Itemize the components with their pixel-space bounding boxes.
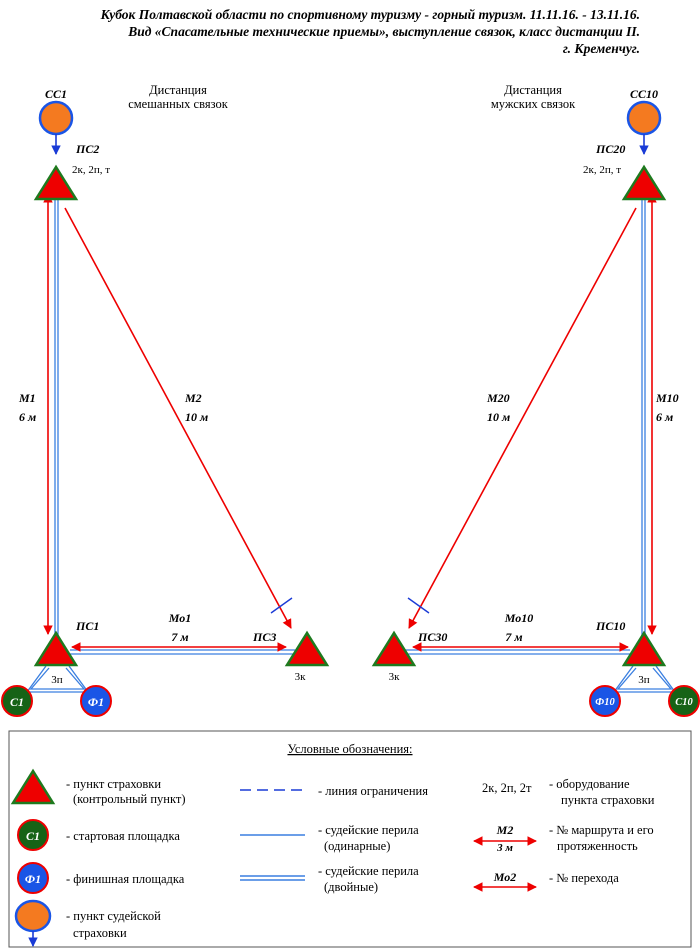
legend-equipment-text-2: пункта страховки — [561, 793, 655, 807]
header-line-3: г. Кременчуг. — [563, 41, 640, 56]
right-start-label: С10 — [675, 697, 693, 708]
right-title-line-1: Дистанция — [504, 83, 562, 97]
legend-finish-sample: Ф1 — [25, 872, 41, 886]
right-route-m10-label: М10 — [655, 391, 679, 405]
right-far-point-label: ПС30 — [417, 630, 447, 644]
legend-start-text: - стартовая площадка — [66, 829, 180, 843]
legend-double-rope-text-1: - судейские перила — [318, 864, 419, 878]
legend-checkpoint-text-1: - пункт страховки — [66, 777, 161, 791]
left-far-checkpoint — [284, 630, 330, 667]
right-judge-belay-label: СС10 — [630, 87, 658, 101]
legend-start-symbol — [17, 819, 49, 851]
left-title-line-1: Дистанция — [149, 83, 207, 97]
left-limit-line — [270, 597, 293, 614]
right-limit-line — [407, 597, 430, 614]
right-top-point-label: ПС20 — [595, 142, 625, 156]
legend-transfer-text: - № перехода — [549, 871, 619, 885]
left-bottom-checkpoint — [33, 630, 79, 667]
left-route-m2-arrow — [64, 207, 292, 629]
left-far-equipment: 3к — [295, 671, 307, 683]
legend-route-sample-length: 3 м — [496, 842, 513, 854]
left-far-point-label: ПС3 — [252, 630, 276, 644]
left-bottom-point-label: ПС1 — [75, 619, 99, 633]
legend-route-sample: М2 — [496, 823, 514, 837]
right-far-equipment: 3к — [389, 671, 401, 683]
legend-finish-symbol — [17, 862, 49, 894]
left-route-m2-label: М2 — [184, 391, 202, 405]
right-finish-area — [589, 685, 621, 717]
left-title-line-2: смешанных связок — [128, 97, 228, 111]
legend-equipment-sample: 2к, 2п, 2т — [482, 781, 532, 795]
left-route-m1-label: М1 — [18, 391, 36, 405]
right-transfer-label: Мо10 — [504, 611, 534, 625]
left-route-m1-length: 6 м — [19, 410, 36, 424]
right-top-checkpoint — [621, 164, 667, 201]
right-route-m20-arrow — [408, 207, 637, 629]
right-start-area — [668, 685, 700, 717]
left-finish-label: Ф1 — [88, 695, 104, 709]
right-route-m10-length: 6 м — [656, 410, 673, 424]
legend-finish-text: - финишная площадка — [66, 872, 185, 886]
legend-double-rope-text-2: (двойные) — [324, 880, 378, 894]
left-start-finish-ropes-b — [25, 665, 90, 693]
legend-limit-line-text: - линия ограничения — [318, 784, 428, 798]
left-start-finish-ropes-a — [29, 667, 86, 690]
right-bottom-checkpoint — [621, 630, 667, 667]
header-line-2: Вид «Спасательные технические приемы», в… — [127, 24, 640, 39]
left-top-point-label: ПС2 — [75, 142, 99, 156]
legend-route-text-2: протяженность — [557, 839, 638, 853]
header-line-1: Кубок Полтавской области по спортивному … — [100, 7, 640, 22]
legend-single-rope-text-1: - судейские перила — [318, 823, 419, 837]
right-transfer-length: 7 м — [505, 630, 522, 644]
legend-single-rope-text-2: (одинарные) — [324, 839, 390, 853]
legend-checkpoint-text-2: (контрольный пункт) — [73, 792, 186, 806]
left-route-m2-length: 10 м — [185, 410, 208, 424]
left-bottom-equipment: 3п — [51, 674, 63, 686]
left-start-area — [1, 685, 33, 717]
legend-route-text-1: - № маршрута и его — [549, 823, 654, 837]
right-title-line-2: мужских связок — [491, 97, 576, 111]
left-judge-belay-point — [38, 100, 74, 136]
right-start-finish-ropes-a — [616, 667, 673, 690]
right-start-finish-ropes-b — [612, 665, 677, 693]
legend-judge-belay-text-2: страховки — [73, 926, 127, 940]
left-judge-belay-label: СС1 — [45, 87, 67, 101]
right-route-m20-label: М20 — [486, 391, 510, 405]
legend-checkpoint-symbol — [10, 768, 56, 805]
legend-judge-belay-text-1: - пункт судейской — [66, 909, 161, 923]
left-transfer-length: 7 м — [171, 630, 188, 644]
legend-transfer-sample: Мо2 — [493, 870, 517, 884]
legend-judge-belay-symbol — [14, 899, 52, 933]
left-top-equipment: 2к, 2п, т — [72, 164, 110, 176]
legend-equipment-text-1: - оборудование — [549, 777, 630, 791]
left-finish-area — [80, 685, 112, 717]
right-bottom-point-label: ПС10 — [595, 619, 625, 633]
left-start-label: С1 — [10, 695, 24, 709]
left-top-checkpoint — [33, 164, 79, 201]
legend-start-sample: С1 — [26, 829, 40, 843]
right-route-m20-length: 10 м — [487, 410, 510, 424]
legend-box — [8, 730, 692, 948]
right-top-equipment: 2к, 2п, т — [583, 164, 621, 176]
right-finish-label: Ф10 — [595, 697, 615, 708]
legend-title: Условные обозначения: — [287, 742, 412, 756]
left-transfer-label: Мо1 — [168, 611, 192, 625]
right-judge-belay-point — [626, 100, 662, 136]
right-far-checkpoint — [371, 630, 417, 667]
right-bottom-equipment: 3п — [638, 674, 650, 686]
